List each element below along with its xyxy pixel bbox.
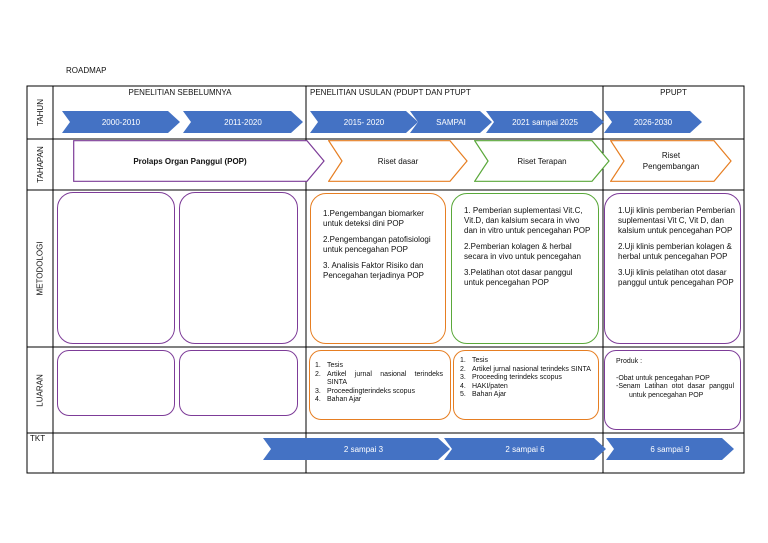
luaran-terapan-item: 4.HAKI/paten	[460, 382, 508, 390]
luaran-dasar-item: 3.Proceedingterindeks scopus	[315, 387, 415, 395]
luaran-pengembangan-heading: Produk :	[616, 358, 643, 365]
row-label-tkt: TKT	[30, 434, 46, 443]
luaran-box-previous-1	[57, 350, 175, 416]
luaran-terapan-item: 1.Tesis	[460, 357, 488, 364]
metodologi-terapan-item-3: 3.Pelatihan otot dasar panggul untuk pen…	[464, 268, 573, 287]
luaran-dasar-item: 1.Tesis	[315, 362, 343, 369]
luaran-box-riset-terapan: 1.Tesis 2.Artikel jurnal nasional terind…	[453, 350, 599, 420]
header-ppupt: PPUPT	[660, 88, 687, 97]
metodologi-dasar-item-1: 1.Pengembangan biomarker untuk deteksi d…	[323, 209, 424, 228]
metodologi-box-riset-pengembangan: 1.Uji klinis pemberian Pemberian supleme…	[604, 193, 741, 344]
luaran-pengembangan-item: -Senam Latihan otot dasar panggul untuk …	[616, 383, 734, 399]
stage-pengembangan-line-1: Riset	[661, 151, 681, 160]
year-chevron-2015-2020: 2015- 2020	[310, 111, 418, 133]
metodologi-terapan-item-1: 1. Pemberian suplementasi Vit.C, Vit.D, …	[464, 206, 591, 235]
luaran-dasar-item: 2.Artikel jurnal nasional terindeks SINT…	[315, 370, 443, 387]
metodologi-pengembangan-item-2: 2.Uji klinis pemberian kolagen & herbal …	[618, 242, 732, 261]
luaran-pengembangan-item: -Obat untuk pencegahan POP	[616, 374, 710, 382]
metodologi-dasar-item-3: 3. Analisis Faktor Risiko dan Pencegahan…	[323, 261, 424, 280]
metodologi-dasar-item-2: 2.Pengembangan patofisiologi untuk pence…	[323, 235, 431, 254]
luaran-terapan-item: 3.Proceeding terindeks scopus	[460, 374, 562, 382]
luaran-dasar-list: 1.Tesis 2.Artikel jurnal nasional terind…	[315, 362, 443, 405]
luaran-box-riset-pengembangan: Produk : -Obat untuk pencegahan POP -Sen…	[604, 350, 741, 430]
luaran-dasar-item: 4.Bahan Ajar	[315, 396, 362, 404]
stage-pengembangan-line-2: Pengembangan	[642, 162, 700, 171]
stage-arrow-riset-terapan: Riset Terapan	[474, 140, 610, 182]
luaran-box-riset-dasar: 1.Tesis 2.Artikel jurnal nasional terind…	[309, 350, 451, 420]
metodologi-box-riset-terapan: 1. Pemberian suplementasi Vit.C, Vit.D, …	[451, 193, 599, 344]
header-proposed-research: PENELITIAN USULAN (PDUPT DAN PTUPT	[310, 88, 471, 97]
metodologi-pengembangan-item-1: 1.Uji klinis pemberian Pemberian supleme…	[618, 206, 735, 235]
luaran-terapan-list: 1.Tesis 2.Artikel jurnal nasional terind…	[460, 357, 594, 400]
row-label-metodologi: METODOLOGI	[35, 241, 45, 296]
header-previous-research: PENELITIAN SEBELUMNYA	[128, 88, 232, 97]
row-label-tahapan: TAHAPAN	[35, 146, 45, 183]
stage-arrow-riset-dasar: Riset dasar	[328, 140, 468, 182]
stage-arrow-pop: Prolaps Organ Panggul (POP)	[73, 140, 325, 182]
year-chevron-2021-2025: 2021 sampai 2025	[486, 111, 604, 133]
year-chevron-sampai: SAMPAI	[410, 111, 492, 133]
tkt-chevron-2-6: 2 sampai 6	[444, 438, 606, 460]
stage-arrow-riset-pengembangan: Riset Pengembangan	[610, 140, 732, 182]
metodologi-box-previous-2	[179, 192, 298, 344]
metodologi-box-previous-1	[57, 192, 175, 344]
luaran-terapan-item: 2.Artikel jurnal nasional terindeks SINT…	[460, 365, 591, 373]
metodologi-pengembangan-item-3: 3.Uji klinis pelatihan otot dasar panggu…	[618, 268, 734, 287]
luaran-box-previous-2	[179, 350, 298, 416]
year-chevron-2011-2020: 2011-2020	[183, 111, 303, 133]
row-label-tahun: TAHUN	[35, 99, 45, 126]
tkt-chevron-6-9: 6 sampai 9	[606, 438, 734, 460]
tkt-chevron-2-3: 2 sampai 3	[263, 438, 450, 460]
year-chevron-2000-2010: 2000-2010	[62, 111, 180, 133]
luaran-terapan-item: 5.Bahan Ajar	[460, 391, 507, 399]
year-chevron-2026-2030: 2026-2030	[604, 111, 702, 133]
row-label-luaran: LUARAN	[35, 373, 45, 407]
metodologi-box-riset-dasar: 1.Pengembangan biomarker untuk deteksi d…	[310, 193, 446, 344]
metodologi-terapan-item-2: 2.Pemberian kolagen & herbal secara in v…	[464, 242, 581, 261]
roadmap-title: ROADMAP	[66, 66, 107, 75]
